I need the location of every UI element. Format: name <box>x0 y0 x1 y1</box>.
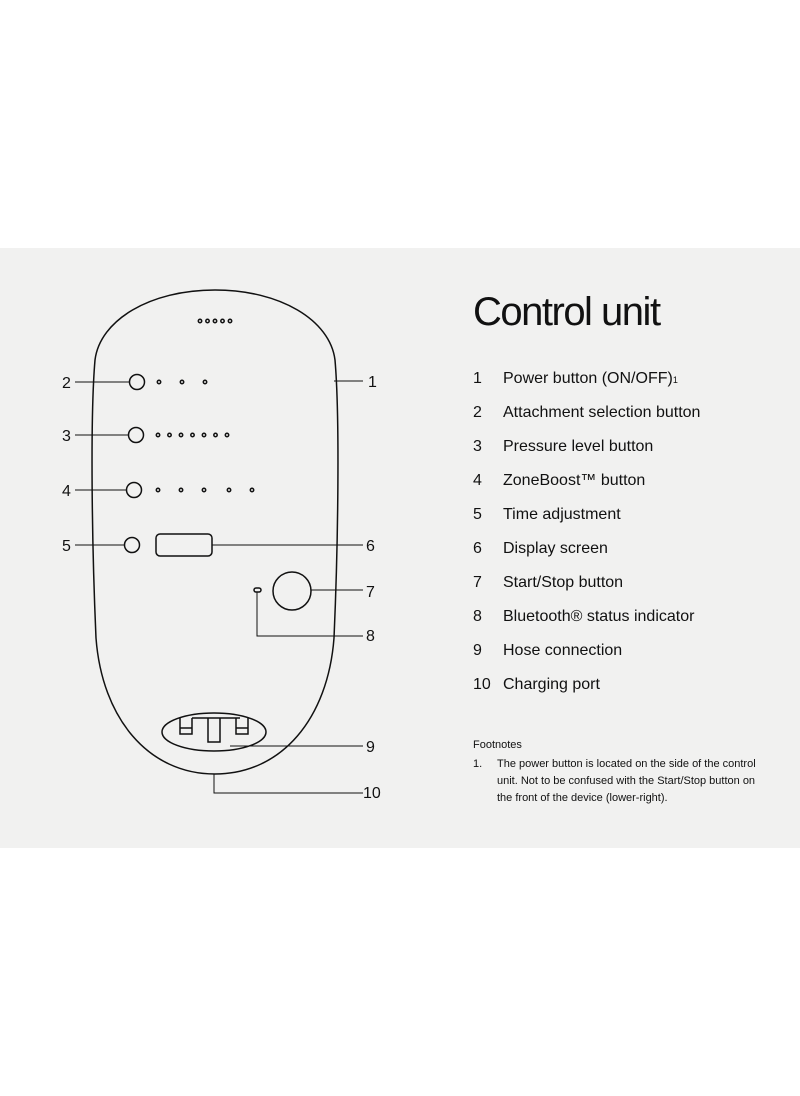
page-title: Control unit <box>473 290 661 334</box>
callout-10: 10 <box>363 785 381 802</box>
bluetooth-indicator <box>253 587 262 593</box>
callout-7: 7 <box>366 584 375 601</box>
leader-line-10 <box>213 774 363 794</box>
legend-number: 7 <box>473 574 482 591</box>
illustration-panel: 1 2 3 4 5 6 7 8 9 10 Control unit 1 Power… <box>0 248 800 848</box>
legend-number: 5 <box>473 506 482 523</box>
time-adjustment-button <box>123 536 141 554</box>
legend-item: 7 Start/Stop button <box>473 574 700 608</box>
legend-label: Attachment selection button <box>503 404 701 421</box>
legend-item: 9 Hose connection <box>473 642 700 676</box>
legend-label: Start/Stop button <box>503 574 624 591</box>
footnote-mark: 1. <box>473 758 483 770</box>
display-screen <box>155 533 213 557</box>
attachment-selection-button <box>128 373 146 391</box>
legend-item: 8 Bluetooth® status indicator <box>473 608 700 642</box>
legend-number: 8 <box>473 608 482 625</box>
legend-item: 3 Pressure level button <box>473 438 700 472</box>
legend-number: 4 <box>473 472 482 489</box>
pressure-level-button <box>127 426 145 444</box>
legend-number: 1 <box>473 370 482 387</box>
legend-label: Bluetooth® status indicator <box>503 608 695 625</box>
legend-label: Time adjustment <box>503 506 621 523</box>
device-body <box>91 289 339 775</box>
legend-label: Charging port <box>503 676 600 693</box>
zoneboost-button <box>125 481 143 499</box>
legend-number: 6 <box>473 540 482 557</box>
callout-2: 2 <box>62 375 71 392</box>
legend-number: 10 <box>473 676 491 693</box>
legend-item: 2 Attachment selection button <box>473 404 700 438</box>
legend-label: Hose connection <box>503 642 623 659</box>
callout-1: 1 <box>368 374 377 391</box>
callout-8: 8 <box>366 628 375 645</box>
legend-item: 4 ZoneBoost™ button <box>473 472 700 506</box>
callout-5: 5 <box>62 538 71 555</box>
attachment-indicator-dots <box>156 379 208 385</box>
callout-6: 6 <box>366 538 375 555</box>
callout-9: 9 <box>366 739 375 756</box>
legend-label: Display screen <box>503 540 608 557</box>
footnotes: Footnotes 1. The power button is located… <box>473 737 763 807</box>
footnotes-heading: Footnotes <box>473 739 522 751</box>
pressure-indicator-dots <box>155 432 230 438</box>
legend-label: Pressure level button <box>503 438 654 455</box>
callout-3: 3 <box>62 428 71 445</box>
legend-label: Power button (ON/OFF) <box>503 370 673 387</box>
footnote-text: The power button is located on the side … <box>497 758 756 804</box>
leader-line-8 <box>256 592 363 637</box>
legend-item: 6 Display screen <box>473 540 700 574</box>
legend-number: 2 <box>473 404 482 421</box>
control-unit-diagram: 1 2 3 4 5 6 7 8 9 10 <box>62 289 381 802</box>
zoneboost-indicator-dots <box>155 487 255 493</box>
legend-item: 10 Charging port <box>473 676 700 710</box>
legend-number: 3 <box>473 438 482 455</box>
callout-4: 4 <box>62 483 71 500</box>
top-indicator-dots <box>197 318 233 324</box>
footnote-item: 1. The power button is located on the si… <box>473 756 763 807</box>
start-stop-button <box>272 571 312 611</box>
legend-item: 5 Time adjustment <box>473 506 700 540</box>
legend-number: 9 <box>473 642 482 659</box>
legend-label: ZoneBoost™ button <box>503 472 646 489</box>
hose-connection <box>161 712 267 752</box>
